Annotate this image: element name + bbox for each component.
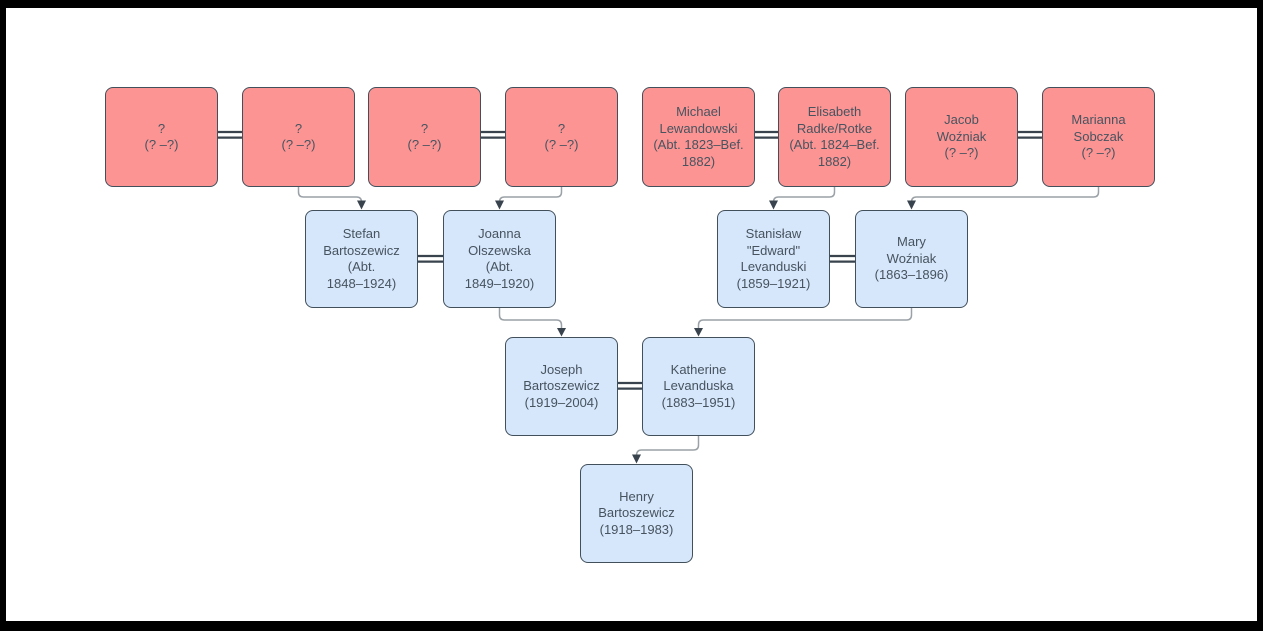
child-link-to-stanislaw[interactable] xyxy=(769,187,836,210)
child-link-to-joanna[interactable] xyxy=(495,187,563,210)
person-box-joseph-bartoszewicz[interactable]: Joseph Bartoszewicz (1919–2004) xyxy=(505,337,618,436)
person-label: Stefan Bartoszewicz (Abt. 1848–1924) xyxy=(323,226,400,291)
person-box-joanna-olszewska[interactable]: Joanna Olszewska (Abt. 1849–1920) xyxy=(443,210,556,308)
marriage-link-michael-elisabeth[interactable] xyxy=(755,130,778,139)
person-box-unknown-4[interactable]: ? (? –?) xyxy=(505,87,618,187)
marriage-link-stefan-joanna[interactable] xyxy=(418,254,443,263)
child-link-to-katherine[interactable] xyxy=(694,308,913,337)
person-label: ? (? –?) xyxy=(144,120,179,153)
arrow-down-icon xyxy=(357,200,366,210)
person-box-stefan-bartoszewicz[interactable]: Stefan Bartoszewicz (Abt. 1848–1924) xyxy=(305,210,418,308)
marriage-link-joseph-katherine[interactable] xyxy=(618,381,642,390)
marriage-link-jacob-marianna[interactable] xyxy=(1018,130,1042,139)
person-label: ? (? –?) xyxy=(544,120,579,153)
person-label: Jacob Woźniak (? –?) xyxy=(936,112,987,161)
person-label: Mary Woźniak (1863–1896) xyxy=(874,234,949,283)
person-box-elisabeth-radke-rotke[interactable]: Elisabeth Radke/Rotke (Abt. 1824–Bef. 18… xyxy=(778,87,891,187)
arrow-down-icon xyxy=(907,200,916,210)
arrow-down-icon xyxy=(557,328,566,337)
person-box-unknown-2[interactable]: ? (? –?) xyxy=(242,87,355,187)
person-box-unknown-1[interactable]: ? (? –?) xyxy=(105,87,218,187)
person-label: Katherine Levanduska (1883–1951) xyxy=(661,361,736,410)
arrow-down-icon xyxy=(495,200,504,210)
person-box-katherine-levanduska[interactable]: Katherine Levanduska (1883–1951) xyxy=(642,337,755,436)
child-link-to-joseph[interactable] xyxy=(498,308,567,337)
child-link-to-stefan[interactable] xyxy=(297,187,367,210)
person-box-unknown-3[interactable]: ? (? –?) xyxy=(368,87,481,187)
person-box-jacob-wozniak[interactable]: Jacob Woźniak (? –?) xyxy=(905,87,1018,187)
person-label: Marianna Sobczak (? –?) xyxy=(1071,112,1126,161)
person-box-michael-lewandowski[interactable]: Michael Lewandowski (Abt. 1823–Bef. 1882… xyxy=(642,87,755,187)
person-box-stanislaw-edward-levanduski[interactable]: Stanisław "Edward" Levanduski (1859–1921… xyxy=(717,210,830,308)
person-box-marianna-sobczak[interactable]: Marianna Sobczak (? –?) xyxy=(1042,87,1155,187)
person-box-henry-bartoszewicz[interactable]: Henry Bartoszewicz (1918–1983) xyxy=(580,464,693,563)
child-link-to-henry[interactable] xyxy=(632,436,700,464)
arrow-down-icon xyxy=(769,200,778,210)
person-label: ? (? –?) xyxy=(281,120,316,153)
child-link-to-mary[interactable] xyxy=(907,187,1100,210)
person-label: Michael Lewandowski (Abt. 1823–Bef. 1882… xyxy=(653,104,744,169)
marriage-link-unknown3-unknown4[interactable] xyxy=(481,130,505,139)
person-label: Elisabeth Radke/Rotke (Abt. 1824–Bef. 18… xyxy=(789,104,880,169)
person-label: Stanisław "Edward" Levanduski (1859–1921… xyxy=(736,226,811,291)
person-label: Joseph Bartoszewicz (1919–2004) xyxy=(523,361,600,410)
marriage-link-stanislaw-mary[interactable] xyxy=(830,254,855,263)
arrow-down-icon xyxy=(632,454,641,464)
person-label: Joanna Olszewska (Abt. 1849–1920) xyxy=(464,226,535,291)
person-box-mary-wozniak[interactable]: Mary Woźniak (1863–1896) xyxy=(855,210,968,308)
arrow-down-icon xyxy=(694,328,703,337)
marriage-link-unknown1-unknown2[interactable] xyxy=(218,130,242,139)
person-label: ? (? –?) xyxy=(407,120,442,153)
person-label: Henry Bartoszewicz (1918–1983) xyxy=(598,488,675,537)
